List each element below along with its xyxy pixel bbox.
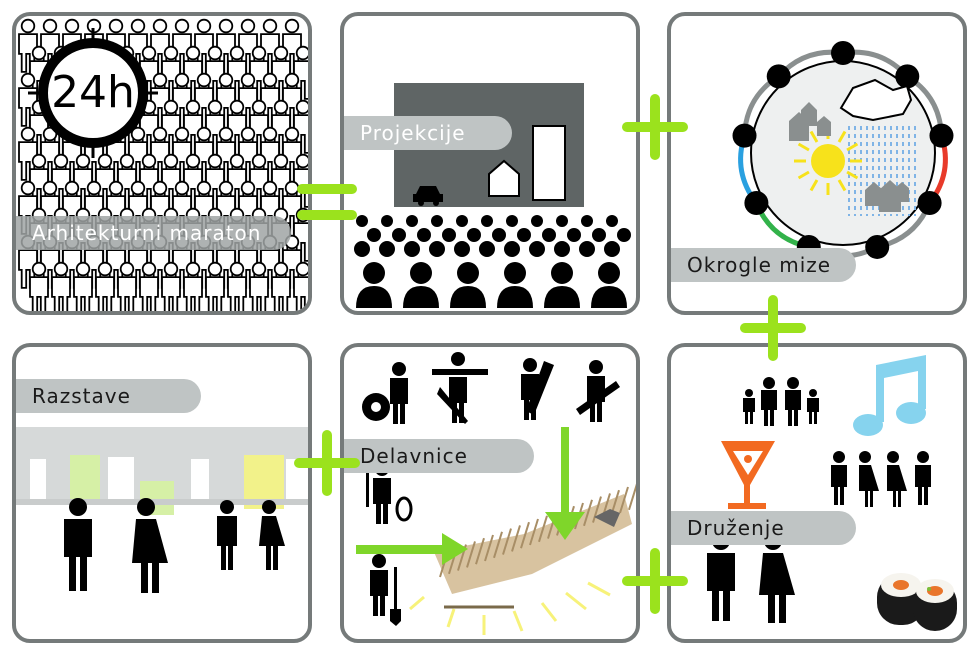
sun-icon	[794, 127, 862, 195]
panel-druzenje: Druženje	[667, 343, 967, 643]
clock-icon	[28, 28, 158, 158]
woman-icon	[259, 500, 285, 570]
sculpture-figure	[594, 509, 620, 527]
house-icon	[488, 159, 520, 197]
label-mize: Okrogle mize	[671, 248, 856, 282]
audience-icon	[354, 215, 631, 308]
cloud-icon	[839, 78, 913, 122]
man-icon	[915, 451, 931, 505]
label-druzenje: Druženje	[671, 511, 856, 545]
worker-icon	[432, 352, 488, 424]
arrow-icon	[356, 427, 585, 565]
exhibition-wall	[16, 427, 308, 593]
man-icon	[707, 532, 735, 621]
panel-delavnice: Delavnice	[340, 343, 640, 643]
social-scene	[707, 355, 957, 631]
man-icon	[831, 451, 847, 505]
clock-text: 24h	[51, 67, 135, 118]
worker-icon	[362, 362, 408, 424]
building-icon	[532, 125, 566, 201]
car-icon	[413, 186, 443, 206]
pavilion-structure	[434, 483, 636, 609]
label-projekcije: Projekcije	[344, 116, 512, 150]
woman-icon	[887, 451, 907, 507]
label-razstave: Razstave	[16, 379, 201, 413]
plus-icon	[622, 548, 688, 614]
man-icon	[217, 500, 237, 570]
plus-icon	[294, 430, 360, 496]
workshop-scene	[356, 352, 636, 635]
panel-mize: Okrogle mize	[667, 12, 967, 315]
woman-icon	[859, 451, 879, 507]
round-table-icon	[732, 41, 954, 259]
panel-maraton: 24h Arhitekturni maraton	[12, 12, 312, 315]
worker-icon	[576, 360, 620, 422]
label-maraton: Arhitekturni maraton	[16, 216, 291, 250]
woman-icon	[759, 532, 795, 623]
panel-projekcije: Projekcije	[340, 12, 640, 315]
label-delavnice: Delavnice	[344, 439, 534, 473]
plus-icon	[740, 295, 806, 361]
panel-razstave: Razstave	[12, 343, 312, 643]
worker-icon	[521, 358, 554, 420]
equals-icon	[297, 184, 357, 220]
cinema-screen	[354, 83, 631, 308]
house-icon	[789, 102, 909, 212]
cocktail-glass-icon	[721, 441, 775, 509]
sushi-icon	[877, 573, 957, 631]
plus-icon	[622, 94, 688, 160]
family-icon	[743, 377, 819, 426]
music-note-icon	[853, 355, 926, 436]
man-icon	[64, 498, 92, 591]
worker-icon	[370, 554, 401, 626]
woman-icon	[132, 498, 168, 593]
